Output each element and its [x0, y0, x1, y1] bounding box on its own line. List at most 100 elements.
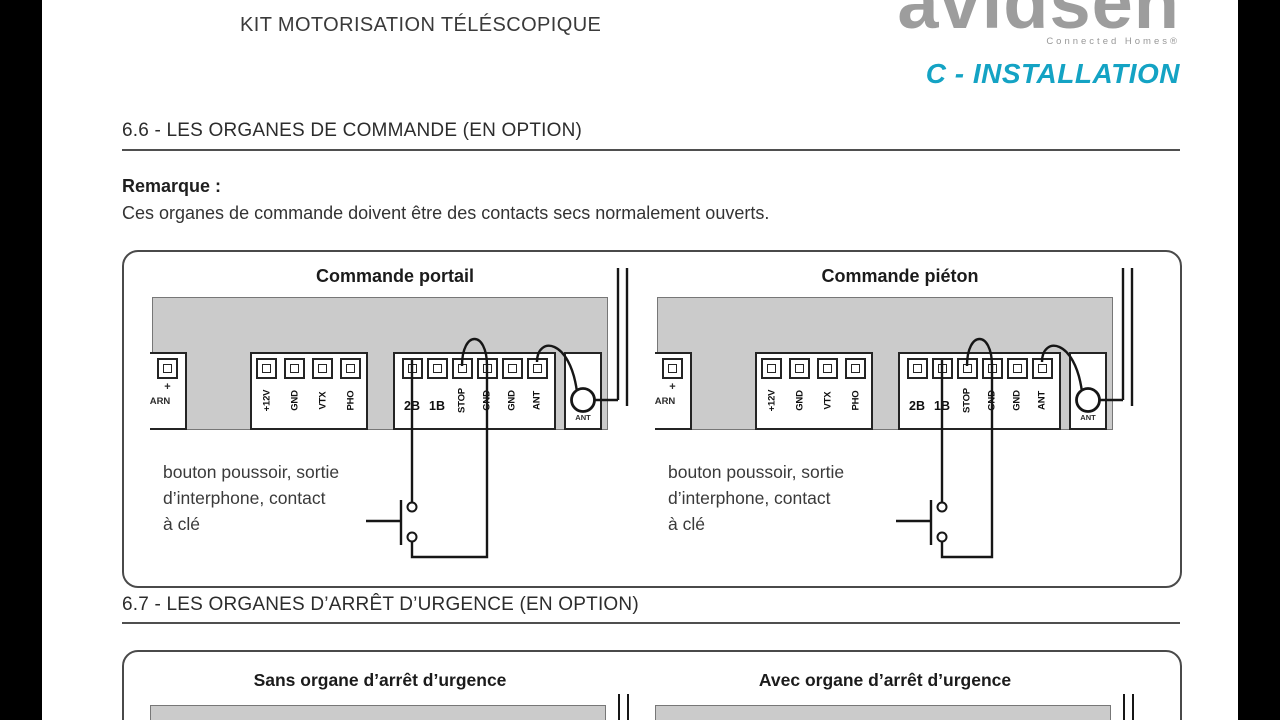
terminal-square — [1007, 358, 1028, 379]
terminal-square — [907, 358, 928, 379]
wiring-diagram-pieton: + ARN +12V GND VTX PHO 2B 1B STOP GND GN… — [655, 262, 1147, 562]
right-letterbox-bar — [1238, 0, 1280, 720]
diagram-caption: bouton poussoir, sortie d’interphone, co… — [668, 462, 845, 534]
terminal-square — [502, 358, 523, 379]
section-66-heading: 6.6 - LES ORGANES DE COMMANDE (EN OPTION… — [122, 120, 583, 141]
terminal-label: VTX — [317, 391, 328, 410]
terminal-block-control: 2B 1B STOP GND GND ANT — [393, 352, 556, 430]
terminal-block-power: +12V GND VTX PHO — [755, 352, 873, 430]
terminal-square — [662, 358, 683, 379]
terminal-label: GND — [1011, 390, 1023, 411]
terminal-screw — [767, 364, 776, 373]
terminal-label: STOP — [961, 388, 973, 413]
terminal-label: 1B — [429, 399, 445, 413]
terminal-screw — [1038, 364, 1047, 373]
terminal-screw — [795, 364, 804, 373]
circuit-board — [150, 705, 606, 720]
emergency-stop-box — [122, 650, 1182, 720]
document-title: KIT MOTORISATION TÉLÉSCOPIQUE — [240, 14, 602, 36]
terminal-square — [957, 358, 978, 379]
terminal-square — [982, 358, 1003, 379]
circuit-board — [655, 705, 1111, 720]
terminal-square — [817, 358, 838, 379]
terminal-screw — [433, 364, 442, 373]
diagram-title-avec-arret: Avec organe d’arrêt d’urgence — [758, 670, 1012, 690]
terminal-square — [789, 358, 810, 379]
terminal-screw — [533, 364, 542, 373]
terminal-screw — [318, 364, 327, 373]
terminal-square — [932, 358, 953, 379]
push-button-contact — [406, 531, 418, 543]
terminal-label: ANT — [1036, 391, 1048, 410]
terminal-screw — [483, 364, 492, 373]
antenna-connector-block: ANT — [564, 352, 602, 430]
antenna-connector-block: ANT — [1069, 352, 1107, 430]
diagram-title-pieton: Commande piéton — [821, 266, 979, 286]
terminal-screw — [458, 364, 467, 373]
diagram-caption: bouton poussoir, sortie d’interphone, co… — [163, 462, 340, 534]
diagram-title-portail: Commande portail — [315, 266, 475, 286]
terminal-label: GND — [986, 390, 998, 411]
terminal-square — [312, 358, 333, 379]
terminal-screw — [963, 364, 972, 373]
terminal-square — [402, 358, 423, 379]
terminal-screw — [913, 364, 922, 373]
terminal-square — [452, 358, 473, 379]
terminal-screw — [408, 364, 417, 373]
terminal-label: ARN — [655, 396, 676, 407]
terminal-square — [256, 358, 277, 379]
terminal-block-control: 2B 1B STOP GND GND ANT — [898, 352, 1061, 430]
antenna-cable-line — [1123, 694, 1125, 720]
left-letterbox-bar — [0, 0, 42, 720]
terminal-square — [427, 358, 448, 379]
terminal-screw — [668, 364, 677, 373]
terminal-screw — [988, 364, 997, 373]
logo-tagline: Connected Homes® — [1046, 36, 1180, 47]
terminal-label: + — [164, 381, 171, 393]
terminal-label: GND — [794, 390, 805, 411]
terminal-screw — [938, 364, 947, 373]
antenna-cable-line — [1132, 694, 1134, 720]
terminal-label: +12V — [261, 389, 272, 412]
wiring-diagram-portail: + ARN +12V GND VTX PHO 2B 1B STOP GND GN… — [150, 262, 642, 562]
terminal-label: ARN — [150, 396, 171, 407]
terminal-square — [340, 358, 361, 379]
terminal-square — [284, 358, 305, 379]
section-66-rule — [122, 149, 1180, 151]
avidsen-logo: avidsen — [897, 0, 1180, 44]
terminal-square — [845, 358, 866, 379]
terminal-label: PHO — [345, 390, 356, 411]
terminal-screw — [1013, 364, 1022, 373]
terminal-block-power: +12V GND VTX PHO — [250, 352, 368, 430]
push-button-contact — [936, 531, 948, 543]
section-67-rule — [122, 622, 1180, 624]
section-67-heading: 6.7 - LES ORGANES D’ARRÊT D’URGENCE (EN … — [122, 594, 639, 615]
note-label: Remarque : — [122, 176, 222, 196]
terminal-block-warn: + ARN — [150, 352, 187, 430]
diagram-title-sans-arret: Sans organe d’arrêt d’urgence — [253, 670, 507, 690]
terminal-square — [761, 358, 782, 379]
terminal-label: + — [669, 381, 676, 393]
terminal-screw — [262, 364, 271, 373]
terminal-label: VTX — [822, 391, 833, 410]
push-button-contact — [406, 501, 418, 513]
terminal-label: GND — [506, 390, 518, 411]
terminal-label: ANT — [1080, 413, 1096, 422]
note-text: Ces organes de commande doivent être des… — [122, 203, 770, 223]
terminal-label: 2B — [909, 399, 925, 413]
terminal-square — [1032, 358, 1053, 379]
terminal-label: PHO — [850, 390, 861, 411]
terminal-label: 1B — [934, 399, 950, 413]
command-diagrams-box — [122, 250, 1182, 588]
terminal-label: GND — [289, 390, 300, 411]
terminal-square — [477, 358, 498, 379]
terminal-square — [157, 358, 178, 379]
terminal-screw — [851, 364, 860, 373]
terminal-square — [527, 358, 548, 379]
chapter-banner: C - INSTALLATION — [925, 58, 1180, 89]
terminal-screw — [290, 364, 299, 373]
terminal-screw — [823, 364, 832, 373]
terminal-label: GND — [481, 390, 493, 411]
terminal-label: ANT — [531, 391, 543, 410]
